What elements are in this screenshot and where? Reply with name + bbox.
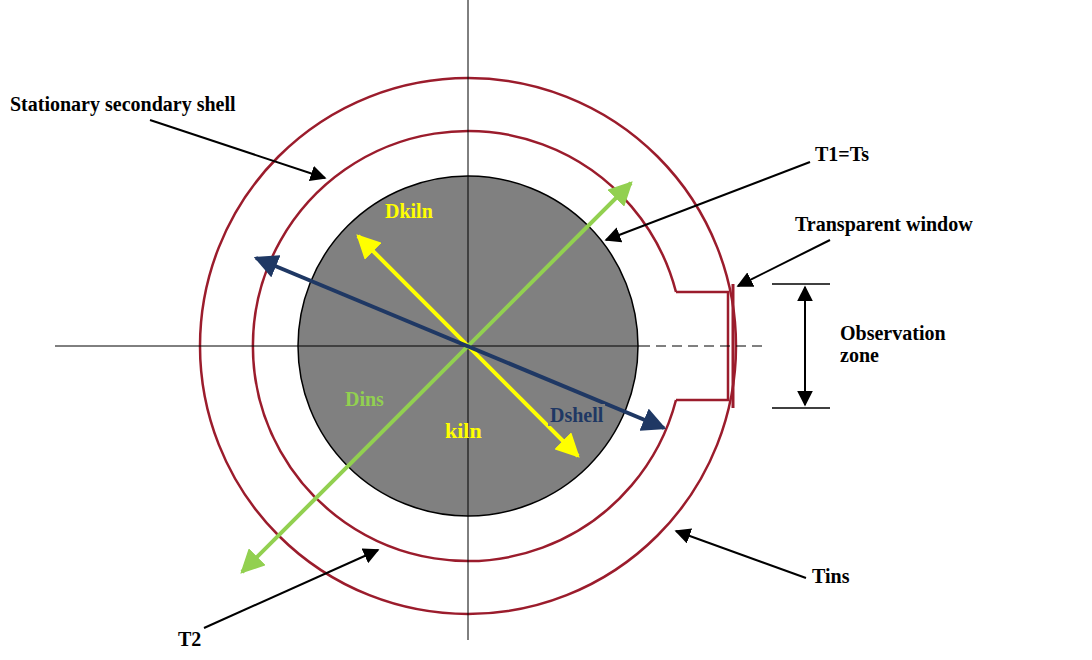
dimension-label: Dshell xyxy=(548,404,605,426)
horizontal-axis xyxy=(55,346,640,347)
leader-arrow xyxy=(738,240,830,286)
zone-tick xyxy=(772,407,830,409)
insulation-diameter-arrow xyxy=(242,183,631,572)
leader-arrow xyxy=(204,550,378,628)
zone-arrow xyxy=(804,287,806,405)
leader-arrow xyxy=(676,531,806,578)
zone-label: Observation zone xyxy=(840,322,970,366)
leader-arrow xyxy=(150,120,325,178)
transparent-window xyxy=(732,284,735,408)
temperature-label: Tins xyxy=(812,565,849,587)
dimension-label: Dkiln xyxy=(385,200,433,222)
leader-arrow xyxy=(606,162,810,240)
temperature-label: T2 xyxy=(178,628,201,650)
part-label: Transparent window xyxy=(795,213,973,235)
dimension-label: Dins xyxy=(345,388,384,410)
part-label: Stationary secondary shell xyxy=(10,93,236,115)
vertical-axis xyxy=(468,0,469,640)
kiln-label: kiln xyxy=(445,420,482,442)
temperature-label: T1=Ts xyxy=(815,143,869,165)
zone-tick xyxy=(772,283,830,285)
horizontal-axis-dashed xyxy=(640,346,765,347)
shell-diameter-arrow xyxy=(256,258,664,428)
